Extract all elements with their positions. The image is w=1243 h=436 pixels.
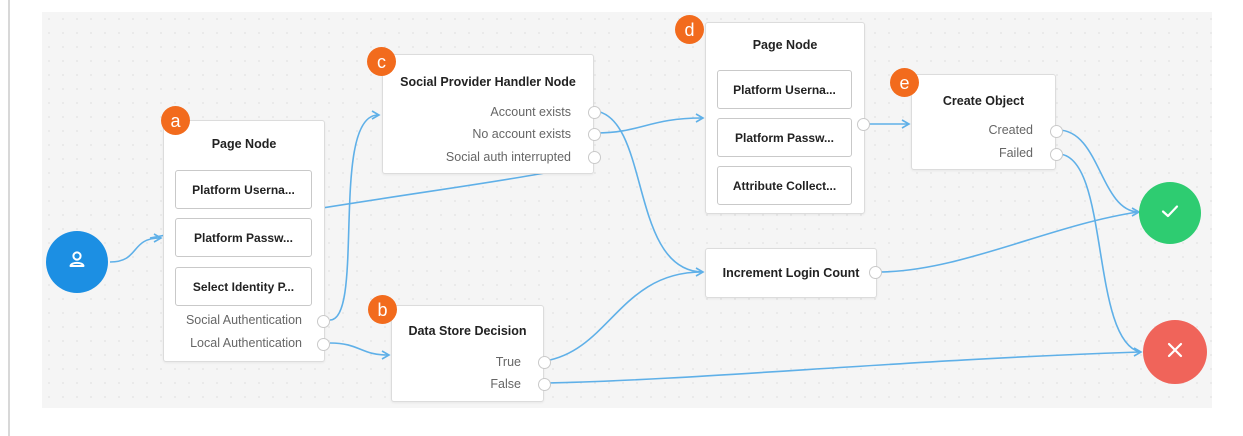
page-item[interactable]: Platform Userna... (175, 170, 312, 209)
failure-node[interactable] (1143, 320, 1207, 384)
node-title: Social Provider Handler Node (400, 75, 576, 89)
node-title: Page Node (211, 137, 277, 151)
outcome-port[interactable] (588, 106, 601, 119)
badge-b: b (368, 295, 397, 324)
node-title: Data Store Decision (408, 324, 527, 338)
node-title: Create Object (942, 94, 1025, 108)
node-title: Page Node (752, 38, 818, 52)
node-title: Increment Login Count (722, 266, 860, 280)
outcome-label: Local Authentication (190, 336, 302, 350)
left-border (8, 0, 10, 436)
badge-a: a (161, 106, 190, 135)
data-store-node[interactable]: Data Store Decision True False (391, 305, 551, 402)
badge-c: c (367, 47, 396, 76)
start-node[interactable] (46, 231, 108, 293)
increment-login-count-node[interactable]: Increment Login Count (705, 248, 877, 298)
page-node-a[interactable]: Page Node Platform Userna... Platform Pa… (163, 120, 330, 362)
badge-e: e (890, 68, 919, 97)
page-item[interactable]: Platform Userna... (717, 70, 852, 109)
x-icon (1164, 339, 1186, 366)
create-object-node[interactable]: Create Object Created Failed (911, 74, 1063, 170)
outcome-port[interactable] (588, 128, 601, 141)
outcome-port[interactable] (538, 356, 551, 369)
page-node-d[interactable]: Page Node Platform Userna... Platform Pa… (705, 22, 865, 214)
page-item[interactable]: Platform Passw... (717, 118, 852, 157)
outcome-label: No account exists (472, 127, 571, 141)
user-icon (66, 249, 88, 276)
page-item[interactable]: Select Identity P... (175, 267, 312, 306)
page-item[interactable]: Attribute Collect... (717, 166, 852, 205)
outcome-label: True (495, 355, 521, 369)
outcome-label: Created (988, 123, 1033, 137)
outcome-port[interactable] (1050, 125, 1063, 138)
outcome-port[interactable] (538, 378, 551, 391)
outcome-label: Account exists (490, 105, 571, 119)
outcome-port[interactable] (317, 338, 330, 351)
outcome-port[interactable] (317, 315, 330, 328)
success-node[interactable] (1139, 182, 1201, 244)
outcome-label: Social auth interrupted (445, 150, 571, 164)
check-icon (1159, 200, 1181, 227)
outcome-port[interactable] (1050, 148, 1063, 161)
outcome-port[interactable] (588, 151, 601, 164)
outcome-label: Failed (998, 146, 1033, 160)
outcome-label: False (490, 377, 521, 391)
social-provider-node[interactable]: Social Provider Handler Node Account exi… (382, 54, 601, 174)
outcome-label: Social Authentication (185, 313, 302, 327)
outcome-port[interactable] (857, 118, 870, 131)
outcome-port[interactable] (869, 266, 882, 279)
page-item[interactable]: Platform Passw... (175, 218, 312, 257)
badge-d: d (675, 15, 704, 44)
